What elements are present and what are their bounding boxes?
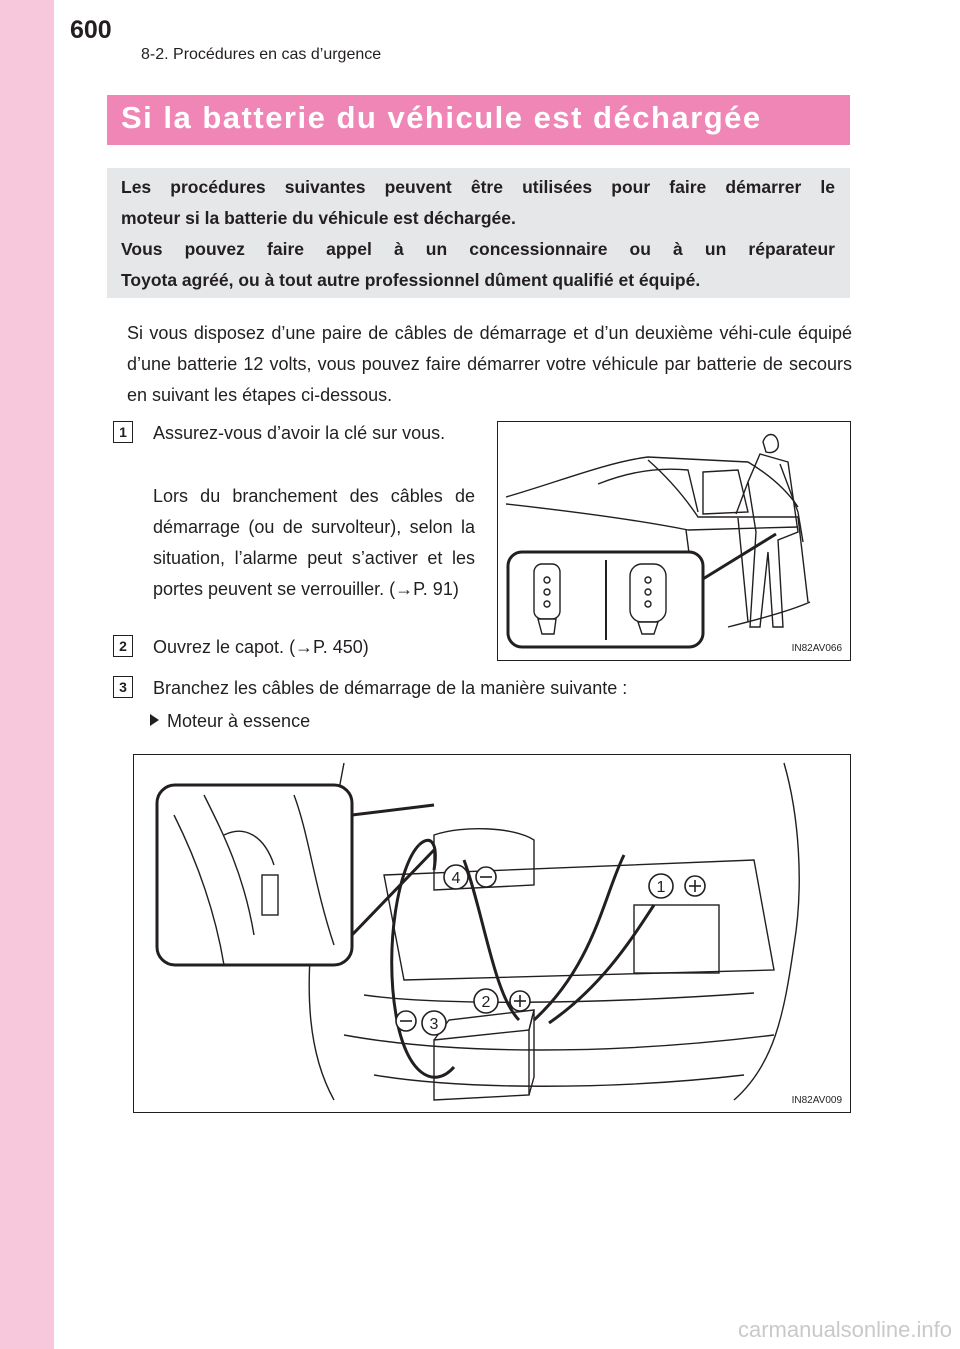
engine-label-1: 1 [657,879,666,896]
intro-line: Toyota agréé, ou à tout autre profession… [121,270,701,290]
intro-line: Vous pouvez faire appel à un concessionn… [121,239,835,259]
engine-label-3: 3 [430,1016,439,1033]
step-1-note: Lors du branchement des câbles de démarr… [153,486,475,599]
intro-line: Les procédures suivantes peuvent être ut… [121,177,835,197]
sub-item-label: Moteur à essence [167,711,311,731]
step-2-text: Ouvrez le capot. (→P. 450) [153,637,369,657]
side-color-band [0,0,54,1349]
intro-box: Les procédures suivantes peuvent être ut… [107,168,850,298]
step-number-3: 3 [113,676,133,698]
title-bar: Si la batterie du véhicule est déchargée [107,95,850,145]
intro-paragraph: Si vous disposez d’une paire de câbles d… [127,323,852,405]
key-figure: IN82AV066 [497,421,851,661]
car-and-key-illustration [505,433,811,649]
figure-code: IN82AV066 [791,643,842,654]
engine-jumper-illustration: 1 2 3 4 [155,762,800,1101]
step-number-2: 2 [113,635,133,657]
intro-line: moteur si la batterie du véhicule est dé… [121,208,516,228]
step-number-1: 1 [113,421,133,443]
page-number: 600 [70,16,112,44]
engine-label-4: 4 [452,870,461,887]
step-3-text: Branchez les câbles de démarrage de la m… [153,678,628,698]
sub-item-essence: Moteur à essence [150,706,310,737]
watermark: carmanualsonline.info [737,1317,952,1342]
bullet-triangle-icon [150,714,159,726]
section-header: 8-2. Procédures en cas d’urgence [141,46,382,63]
engine-label-2: 2 [482,994,491,1011]
figure-code: IN82AV009 [791,1095,842,1106]
step-1-text: Assurez-vous d’avoir la clé sur vous. [153,423,446,443]
engine-figure: 1 2 3 4 IN82AV009 [133,754,851,1113]
page-title: Si la batterie du véhicule est déchargée [121,100,762,135]
